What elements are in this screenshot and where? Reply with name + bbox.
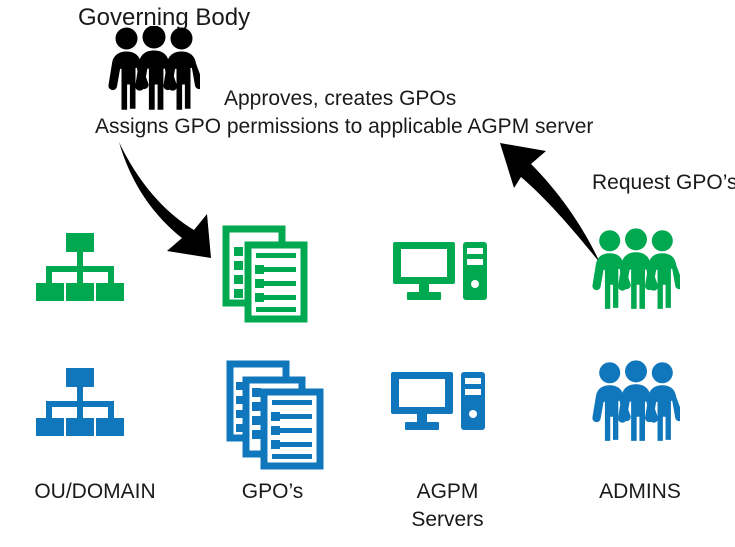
column-label-agpm-line2: Servers bbox=[411, 508, 484, 532]
stacked-documents-icon bbox=[222, 225, 308, 323]
people-group-icon bbox=[592, 228, 680, 310]
people-group-icon bbox=[592, 360, 680, 442]
stacked-documents-icon bbox=[226, 360, 326, 470]
curved-arrow-down-right-icon bbox=[112, 136, 222, 261]
people-group-icon bbox=[108, 26, 200, 110]
column-label-agpm-servers: AGPM Servers bbox=[355, 478, 540, 535]
approves-creates-gpos-label: Approves, creates GPOs bbox=[224, 87, 457, 110]
request-gpos-label: Request GPO’s bbox=[592, 171, 735, 194]
governing-body-label: Governing Body bbox=[78, 4, 251, 31]
desktop-and-tower-icon bbox=[391, 370, 485, 432]
desktop-and-tower-icon bbox=[393, 240, 487, 302]
column-label-agpm-line1: AGPM bbox=[416, 480, 479, 503]
org-tree-icon bbox=[36, 233, 124, 301]
curved-arrow-up-left-icon bbox=[492, 137, 607, 265]
column-label-ou-domain: OU/DOMAIN bbox=[34, 480, 156, 503]
column-label-gpos: GPO’s bbox=[241, 480, 304, 503]
org-tree-icon bbox=[36, 368, 124, 436]
assigns-gpo-permissions-label: Assigns GPO permissions to applicable AG… bbox=[95, 115, 594, 138]
column-label-admins: ADMINS bbox=[599, 480, 681, 503]
